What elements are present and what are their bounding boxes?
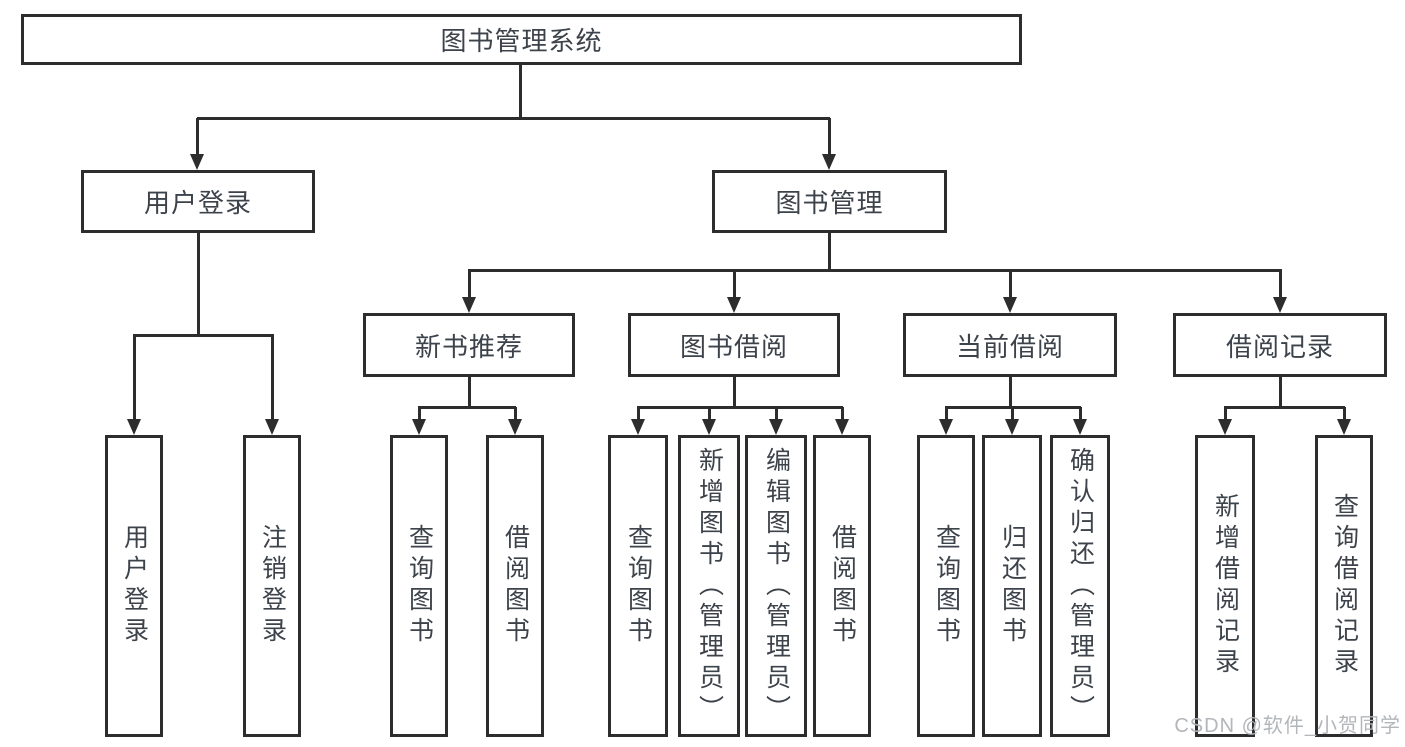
node-user-login: 用户登录 [81,170,315,233]
connector-branch [418,406,516,409]
node-label: 确认归还（管理员） [1066,446,1095,726]
node-label: 新书推荐 [414,331,523,362]
connector-drop [1079,407,1082,421]
arrow-down-icon [631,419,645,435]
node-label: 归还图书 [998,524,1027,648]
node-return-books: 归还图书 [982,435,1042,737]
connector-drop [1343,407,1346,421]
node-logout-action: 注销登录 [243,435,301,737]
connector-level3-branch [468,269,1282,272]
arrow-down-icon [769,419,783,435]
connector-drop [418,407,421,421]
connector-drop [1011,407,1014,421]
connector-drop [468,270,471,299]
node-add-books-admin: 新增图书（管理员） [678,435,740,737]
arrow-down-icon [727,297,741,313]
connector-drop [1224,407,1227,421]
watermark: CSDN @软件_小贺同学 [1174,715,1401,737]
node-label: 查询借阅记录 [1330,493,1359,679]
arrow-down-icon [1073,419,1087,435]
node-query-books-current: 查询图书 [917,435,975,737]
node-label: 查询图书 [932,524,961,648]
node-label: 借阅图书 [501,524,530,648]
connector-user-login-stem [197,233,200,335]
node-query-books-recommend: 查询图书 [390,435,448,737]
connector-drop [637,407,640,421]
connector-book-mgmt-stem [828,233,831,270]
connector-user-login-branch [133,334,274,337]
node-borrow-records: 借阅记录 [1173,313,1387,377]
node-label: 用户登录 [143,188,252,218]
node-query-books-borrow: 查询图书 [608,435,668,737]
connector-user-login-drop [196,118,199,156]
arrow-down-icon [835,419,849,435]
arrow-down-icon [265,419,279,435]
connector-drop [271,335,274,421]
arrow-down-icon [1273,297,1287,313]
node-label: 图书借阅 [679,331,788,362]
node-label: 借阅记录 [1225,331,1334,362]
node-user-login-action: 用户登录 [105,435,163,737]
connector-level2-branch [197,117,830,120]
connector-drop [514,407,517,421]
node-confirm-return-admin: 确认归还（管理员） [1050,435,1110,737]
connector-stem [468,377,471,407]
node-library-system: 图书管理系统 [21,14,1022,65]
arrow-down-icon [1005,419,1019,435]
node-edit-books-admin: 编辑图书（管理员） [745,435,807,737]
connector-drop [945,407,948,421]
connector-drop [733,270,736,299]
node-borrow-books: 借阅图书 [813,435,871,737]
node-new-book-recommend: 新书推荐 [363,313,575,377]
connector-stem [1009,377,1012,407]
connector-book-mgmt-drop [828,118,831,156]
arrow-down-icon [1337,419,1351,435]
arrow-down-icon [412,419,426,435]
node-book-management: 图书管理 [712,170,947,233]
node-label: 图书管理 [775,188,884,218]
connector-drop [1279,270,1282,299]
connector-drop [1009,270,1012,299]
node-label: 新增借阅记录 [1211,493,1240,679]
node-label: 图书管理系统 [440,26,603,56]
node-label: 当前借阅 [955,331,1064,362]
arrow-down-icon [702,419,716,435]
arrow-down-icon [190,154,204,170]
arrow-down-icon [939,419,953,435]
node-current-borrow: 当前借阅 [903,313,1117,377]
arrow-down-icon [1218,419,1232,435]
connector-branch [637,406,843,409]
node-label: 注销登录 [258,524,287,648]
connector-stem [1279,377,1282,407]
connector-root-stem [519,65,522,118]
connector-drop [841,407,844,421]
node-label: 用户登录 [120,524,149,648]
connector-stem [733,377,736,407]
node-label: 查询图书 [405,524,434,648]
arrow-down-icon [462,297,476,313]
node-label: 查询图书 [624,524,653,648]
connector-branch [1224,406,1345,409]
node-book-borrow: 图书借阅 [628,313,840,377]
connector-drop [708,407,711,421]
connector-drop [133,335,136,421]
node-add-borrow-record: 新增借阅记录 [1195,435,1255,737]
arrow-down-icon [508,419,522,435]
connector-drop [775,407,778,421]
arrow-down-icon [1003,297,1017,313]
node-label: 借阅图书 [828,524,857,648]
node-query-borrow-record: 查询借阅记录 [1315,435,1373,737]
arrow-down-icon [127,419,141,435]
node-borrow-books-recommend: 借阅图书 [486,435,544,737]
node-label: 新增图书（管理员） [695,446,724,726]
node-label: 编辑图书（管理员） [762,446,791,726]
arrow-down-icon [822,154,836,170]
